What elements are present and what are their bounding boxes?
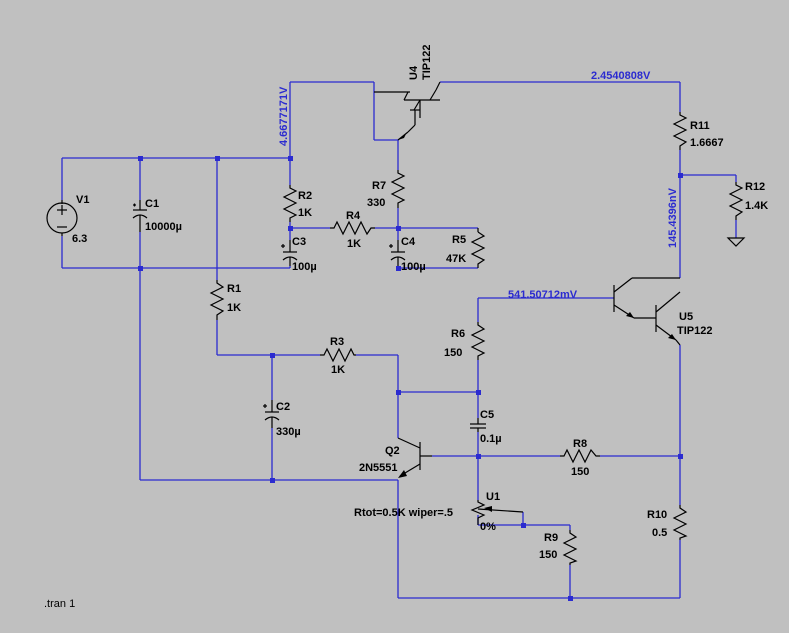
r8-ref: R8 bbox=[573, 438, 587, 450]
c2-symbol[interactable] bbox=[263, 400, 280, 428]
v1-symbol[interactable] bbox=[46, 200, 78, 236]
wires bbox=[61, 81, 737, 599]
r10-symbol[interactable] bbox=[672, 505, 688, 540]
r7-symbol[interactable] bbox=[390, 170, 406, 208]
r12-symbol[interactable] bbox=[728, 182, 744, 220]
r7-value: 330 bbox=[367, 197, 385, 209]
v1-value: 6.3 bbox=[72, 233, 87, 245]
r11-ref: R11 bbox=[690, 120, 710, 132]
q2-value: 2N5551 bbox=[359, 462, 398, 474]
junction-dots bbox=[138, 156, 683, 601]
c4-value: 100µ bbox=[401, 261, 426, 273]
u5-value: TIP122 bbox=[677, 325, 712, 337]
c5-symbol[interactable] bbox=[470, 418, 486, 432]
r10-ref: R10 bbox=[647, 509, 667, 521]
r9-value: 150 bbox=[539, 549, 557, 561]
c2-value: 330µ bbox=[276, 426, 301, 438]
c1-ref: C1 bbox=[145, 198, 159, 210]
r12-value: 1.4K bbox=[745, 200, 768, 212]
spice-directive: .tran 1 bbox=[44, 598, 75, 610]
r1-value: 1K bbox=[227, 302, 241, 314]
r3-value: 1K bbox=[331, 364, 345, 376]
c1-value: 10000µ bbox=[145, 221, 182, 233]
r5-value: 47K bbox=[446, 253, 466, 265]
r2-ref: R2 bbox=[298, 190, 312, 202]
u4-value: TIP122 bbox=[421, 45, 433, 80]
c4-symbol[interactable] bbox=[389, 240, 406, 266]
c3-value: 100µ bbox=[292, 261, 317, 273]
u1-value: 0% bbox=[480, 521, 496, 533]
r9-symbol[interactable] bbox=[562, 530, 578, 565]
r9-ref: R9 bbox=[544, 532, 558, 544]
u5-transistor[interactable] bbox=[613, 277, 681, 346]
net-labels: 4.6677171V 2.4540808V 145.4396nV 541.507… bbox=[278, 70, 679, 301]
r10-value: 0.5 bbox=[652, 527, 667, 539]
u5-ref: U5 bbox=[679, 311, 693, 323]
r6-symbol[interactable] bbox=[470, 322, 486, 360]
c5-value: 0.1µ bbox=[480, 433, 502, 445]
r4-ref: R4 bbox=[346, 210, 361, 222]
c5-ref: C5 bbox=[480, 409, 494, 421]
r4-value: 1K bbox=[347, 238, 361, 250]
r1-symbol[interactable] bbox=[209, 280, 225, 320]
net-label-top-right: 2.4540808V bbox=[591, 70, 651, 82]
r6-value: 150 bbox=[444, 347, 462, 359]
c1-symbol[interactable] bbox=[132, 200, 148, 232]
c4-ref: C4 bbox=[401, 236, 416, 248]
r3-ref: R3 bbox=[330, 336, 344, 348]
r5-symbol[interactable] bbox=[470, 228, 486, 268]
u1-potentiometer[interactable] bbox=[470, 500, 524, 525]
r6-ref: R6 bbox=[451, 328, 465, 340]
r2-symbol[interactable] bbox=[282, 185, 298, 222]
r1-ref: R1 bbox=[227, 283, 241, 295]
component-labels: V1 6.3 C1 10000µ R2 1K R7 330 R4 1K R5 4… bbox=[72, 45, 768, 561]
r12-ref: R12 bbox=[745, 181, 765, 193]
r11-symbol[interactable] bbox=[672, 112, 688, 150]
r11-value: 1.6667 bbox=[690, 137, 724, 149]
u1-ref: U1 bbox=[486, 491, 500, 503]
q2-ref: Q2 bbox=[385, 445, 400, 457]
r4-symbol[interactable] bbox=[330, 220, 375, 236]
net-label-r11: 145.4396nV bbox=[667, 187, 679, 248]
net-label-top-left: 4.6677171V bbox=[278, 86, 290, 146]
c3-symbol[interactable] bbox=[281, 240, 298, 266]
r5-ref: R5 bbox=[452, 234, 466, 246]
r2-value: 1K bbox=[298, 207, 312, 219]
u1-params: Rtot=0.5K wiper=.5 bbox=[354, 507, 453, 519]
q2-transistor[interactable] bbox=[397, 437, 432, 478]
u4-ref: U4 bbox=[408, 65, 420, 80]
v1-ref: V1 bbox=[76, 194, 89, 206]
c2-ref: C2 bbox=[276, 401, 290, 413]
r8-value: 150 bbox=[571, 466, 589, 478]
net-label-u5-base: 541.50712mV bbox=[508, 289, 578, 301]
u4-transistor[interactable] bbox=[374, 81, 441, 141]
c3-ref: C3 bbox=[292, 236, 306, 248]
ground-symbol bbox=[726, 237, 746, 247]
r7-ref: R7 bbox=[372, 180, 386, 192]
r8-symbol[interactable] bbox=[560, 448, 600, 464]
r3-symbol[interactable] bbox=[320, 347, 356, 363]
